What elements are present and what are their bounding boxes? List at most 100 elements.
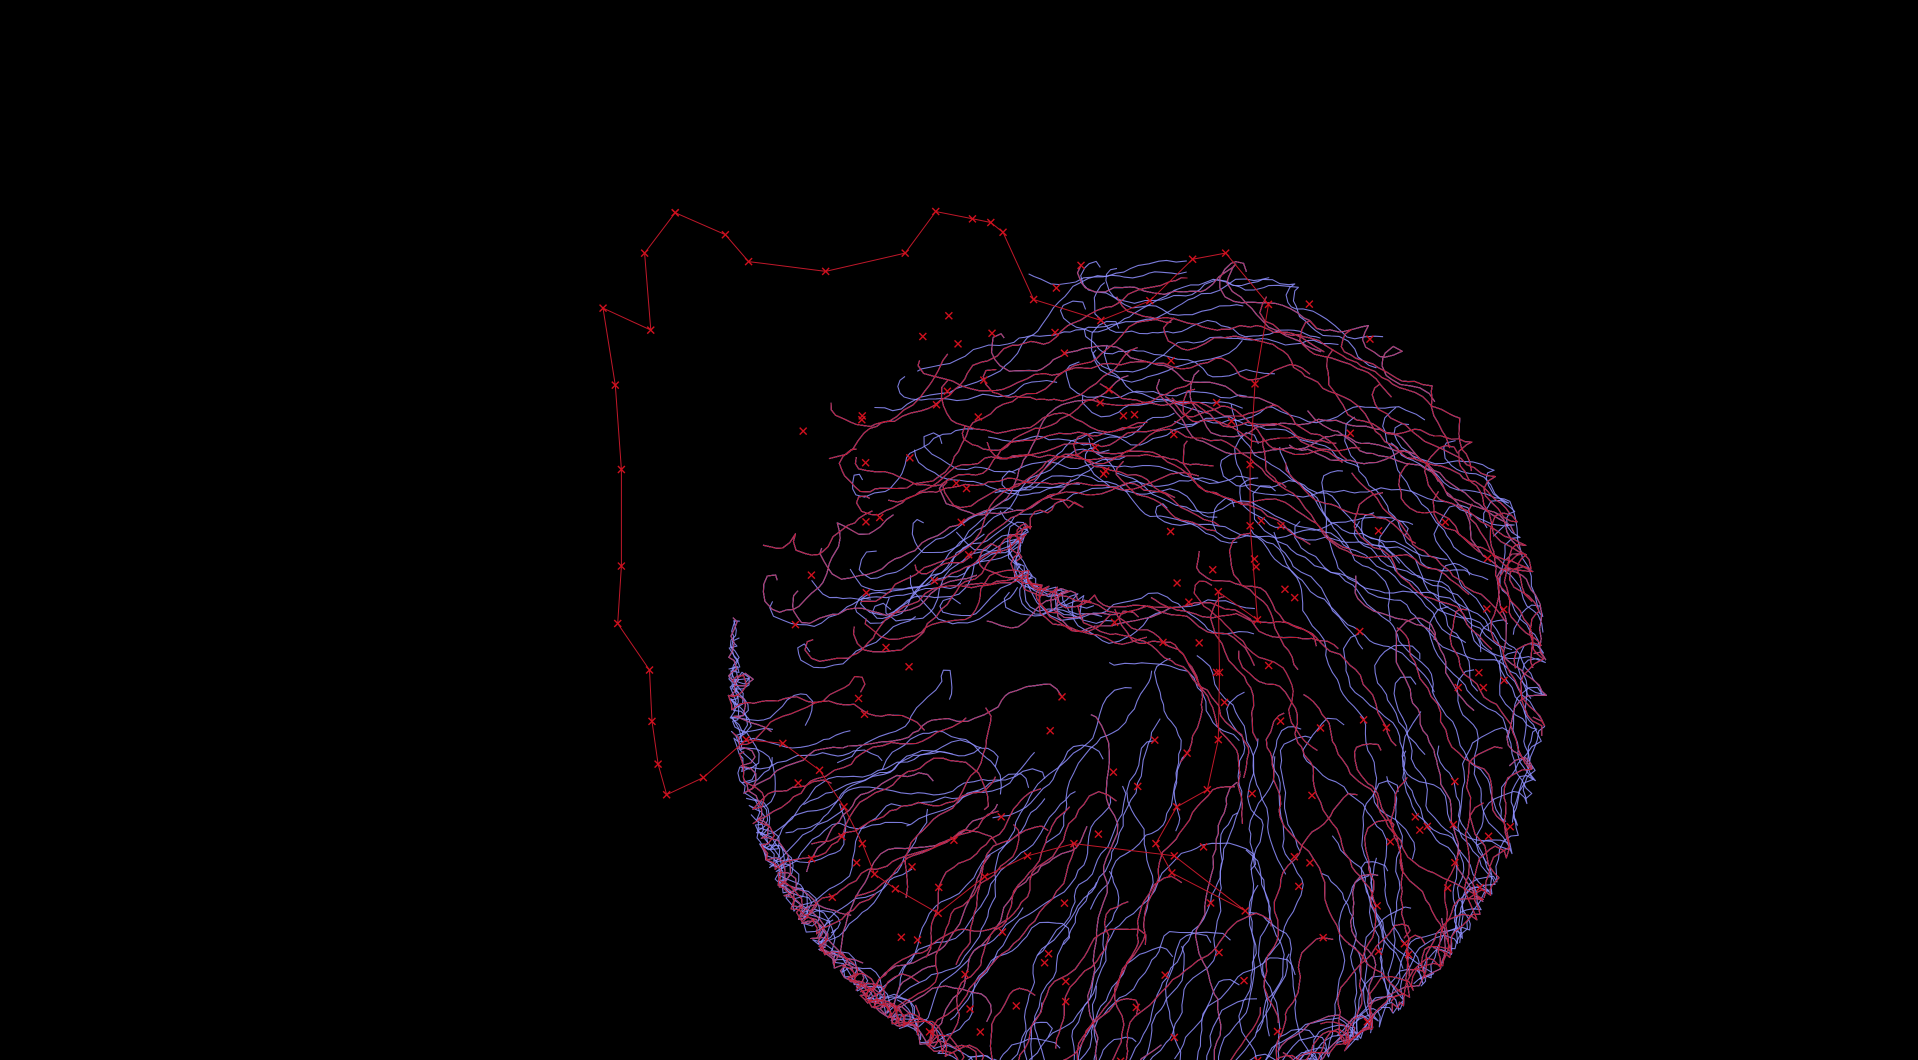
blue-fiber-421 <box>1118 610 1204 763</box>
cross-marker-48 <box>599 304 608 313</box>
red-fiber-186 <box>926 1027 959 1060</box>
red-fiber-177 <box>1432 491 1546 727</box>
blue-fiber-370 <box>762 514 894 613</box>
red-fiber-205 <box>1262 437 1470 595</box>
blue-fiber-25 <box>1279 735 1312 851</box>
cross-marker-157 <box>1499 605 1508 614</box>
blue-fiber-239 <box>1076 263 1322 353</box>
cross-marker-140 <box>957 518 966 527</box>
blue-fiber-314 <box>1115 460 1216 532</box>
blue-fiber-18 <box>1302 717 1424 1003</box>
red-fiber-216 <box>1099 383 1347 460</box>
blue-fiber-123 <box>999 510 1084 619</box>
blue-fiber-337 <box>978 543 1317 647</box>
red-fiber-62 <box>1125 912 1272 1060</box>
blue-fiber-8 <box>1071 842 1257 1060</box>
cross-marker-52 <box>1058 692 1067 701</box>
red-fiber-127 <box>1193 580 1318 751</box>
red-fiber-185 <box>932 533 1027 581</box>
red-fiber-102 <box>762 514 894 613</box>
blue-fiber-17 <box>1239 477 1513 651</box>
cross-marker-97 <box>1411 812 1420 821</box>
blue-fiber-5 <box>1401 750 1510 851</box>
blue-fiber-428 <box>1275 937 1334 1060</box>
blue-fiber-54 <box>1105 267 1377 369</box>
blue-fiber-425 <box>1209 595 1258 742</box>
cross-marker-30 <box>980 872 989 881</box>
cross-marker-78 <box>807 854 816 863</box>
blue-fiber-83 <box>1234 432 1515 537</box>
cross-marker-171 <box>1096 398 1105 407</box>
cross-marker-170 <box>1450 777 1459 786</box>
cross-marker-105 <box>875 513 884 522</box>
blue-fiber-172 <box>1182 388 1337 444</box>
blue-fiber-158 <box>1326 348 1533 602</box>
cross-marker-160 <box>862 588 871 597</box>
blue-fiber-78 <box>1217 756 1276 1060</box>
blue-fiber-91 <box>820 929 916 1015</box>
cross-marker-79 <box>944 311 953 320</box>
blue-fiber-106 <box>1428 606 1533 800</box>
blue-fiber-454 <box>926 1027 959 1060</box>
blue-fiber-120 <box>1092 340 1243 383</box>
red-fiber-4 <box>1007 495 1084 544</box>
cross-marker-180 <box>1161 971 1170 980</box>
cross-marker-66 <box>974 412 983 421</box>
blue-fiber-73 <box>1336 906 1412 1036</box>
blue-fiber-88 <box>1248 911 1323 1060</box>
blue-fiber-37 <box>1154 503 1414 539</box>
blue-fiber-361 <box>1163 317 1510 514</box>
blue-fiber-446 <box>1259 296 1473 472</box>
blue-fiber-299 <box>1209 595 1258 742</box>
cross-marker-47 <box>611 381 620 390</box>
red-fiber-96 <box>1307 410 1547 661</box>
cross-marker-153 <box>1060 349 1069 358</box>
blue-fiber-247 <box>1496 568 1547 770</box>
blue-fiber-115 <box>949 795 1112 1021</box>
cross-marker-183 <box>791 620 800 629</box>
blue-fiber-114 <box>1273 531 1364 650</box>
blue-fiber-90 <box>1247 738 1281 1060</box>
red-fiber-69 <box>978 543 1317 647</box>
cross-marker-33 <box>870 870 879 879</box>
red-fiber-140 <box>904 776 996 898</box>
blue-fiber-221 <box>1262 437 1470 596</box>
red-fiber-77 <box>727 675 925 731</box>
blue-fiber-46 <box>1065 361 1247 399</box>
cross-marker-139 <box>1104 385 1113 394</box>
blue-fiber-60 <box>1459 651 1538 944</box>
cross-marker-188 <box>925 1027 934 1036</box>
cross-marker-58 <box>1212 668 1221 677</box>
blue-fiber-32 <box>1331 835 1435 985</box>
blue-fiber-518 <box>990 333 1278 407</box>
blue-fiber-layer <box>727 259 1547 1060</box>
cross-marker-74 <box>1276 717 1285 726</box>
cross-marker-126 <box>1276 521 1285 530</box>
red-fiber-164 <box>1274 934 1426 1060</box>
cross-marker-45 <box>617 562 626 571</box>
blue-fiber-410 <box>1326 348 1533 602</box>
blue-fiber-463 <box>978 543 1317 647</box>
red-fiber-147 <box>1265 712 1404 1002</box>
blue-fiber-39 <box>769 746 982 851</box>
red-fiber-95 <box>801 803 998 966</box>
blue-fiber-483 <box>1285 462 1416 544</box>
cross-marker-142 <box>1212 398 1221 407</box>
red-fiber-129 <box>732 676 866 745</box>
red-fiber-134 <box>1282 819 1395 1060</box>
cross-marker-168 <box>1051 328 1060 337</box>
blue-fiber-111 <box>1084 447 1219 488</box>
red-fiber-108 <box>1354 575 1475 711</box>
cross-marker-26 <box>1241 906 1250 915</box>
cross-marker-158 <box>1119 411 1128 420</box>
cross-marker-136 <box>1374 947 1383 956</box>
cross-marker-8 <box>999 228 1008 237</box>
red-fiber-16 <box>1326 348 1533 602</box>
cross-marker-112 <box>1449 820 1458 829</box>
red-fiber-20 <box>917 357 1311 392</box>
red-fiber-137 <box>777 872 877 935</box>
blue-fiber-104 <box>812 808 929 945</box>
cross-marker-17 <box>1246 521 1255 530</box>
red-fiber-150 <box>955 825 1049 965</box>
